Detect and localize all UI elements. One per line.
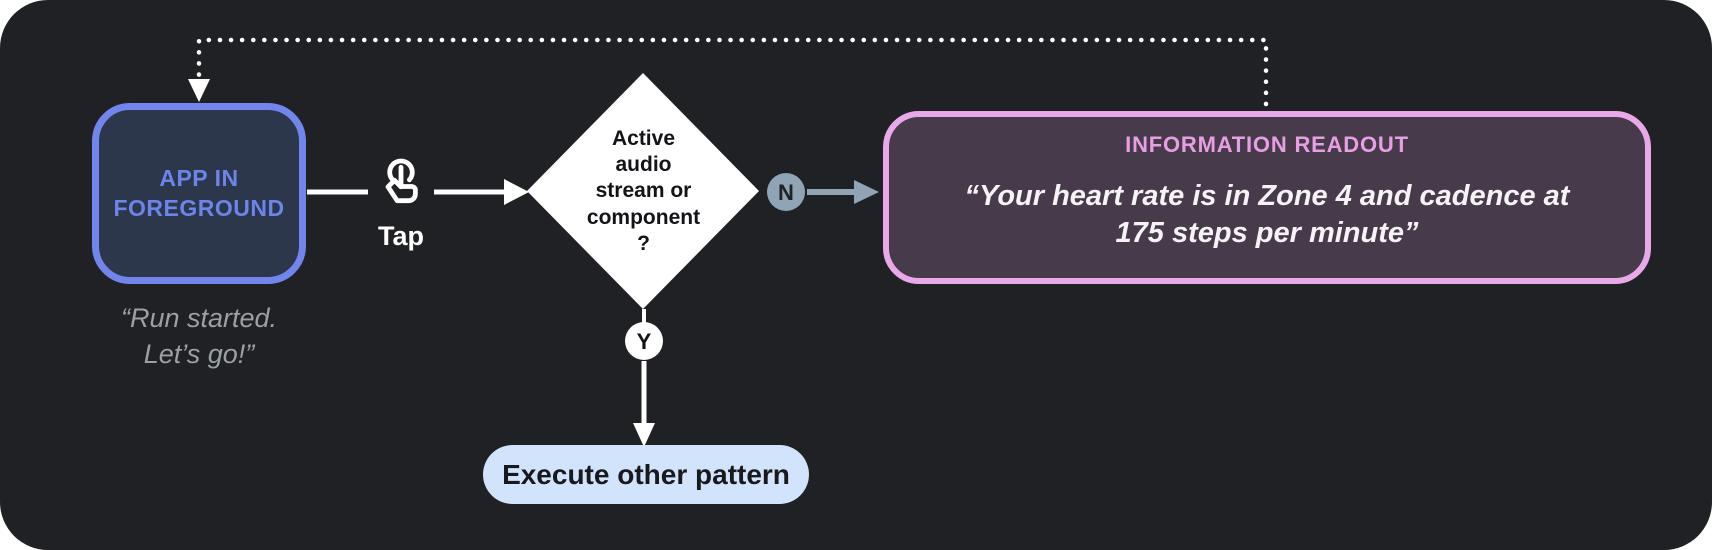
execute-other-pattern-node: Execute other pattern bbox=[483, 445, 809, 504]
app-in-foreground-node: APP IN FOREGROUND bbox=[92, 103, 306, 284]
yes-branch-label: Y bbox=[637, 329, 652, 354]
no-branch-circle bbox=[767, 173, 805, 211]
tap-label: Tap bbox=[378, 221, 424, 251]
decision-diamond bbox=[527, 73, 759, 309]
feedback-dotted-line bbox=[196, 37, 1269, 107]
decision-arrowhead-icon bbox=[504, 179, 529, 205]
information-readout-quote: “Your heart rate is in Zone 4 and cadenc… bbox=[964, 180, 1570, 250]
execute-other-pattern-label: Execute other pattern bbox=[502, 458, 790, 490]
no-branch-label: N bbox=[778, 180, 794, 205]
decision-label: Active audio stream or component ? bbox=[586, 127, 701, 255]
app-voice-quote: “Run started. Let’s go!” bbox=[120, 303, 278, 369]
yes-branch-circle bbox=[625, 322, 663, 360]
app-in-foreground-label: APP IN FOREGROUND bbox=[113, 164, 285, 221]
feedback-arrowhead-icon bbox=[188, 79, 210, 102]
tap-icon bbox=[385, 158, 418, 204]
information-readout-node: INFORMATION READOUT “Your heart rate is … bbox=[883, 111, 1651, 284]
readout-arrowhead-icon bbox=[854, 180, 879, 204]
execute-arrowhead-icon bbox=[633, 423, 655, 447]
information-readout-title: INFORMATION READOUT bbox=[1125, 132, 1409, 157]
tap-gesture-group: Tap bbox=[367, 157, 435, 252]
